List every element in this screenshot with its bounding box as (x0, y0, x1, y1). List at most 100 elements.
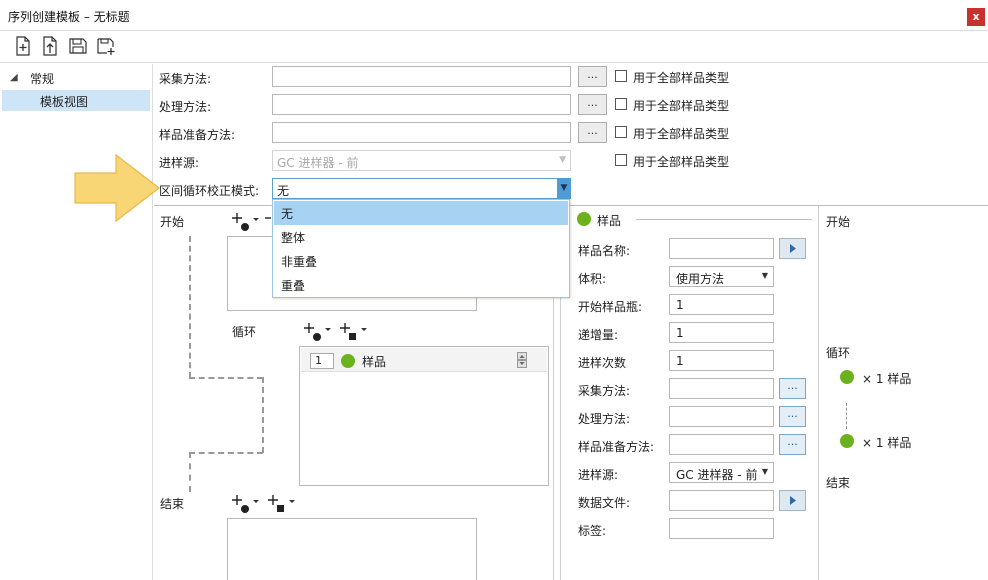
spinner-icon[interactable] (517, 352, 527, 368)
chevron-down-icon: ▼ (761, 467, 768, 476)
loop-item-row[interactable]: 1 样品 (301, 348, 547, 372)
injections-field[interactable]: 1 (669, 350, 774, 371)
import-icon[interactable] (40, 36, 60, 56)
data-file-go-button[interactable] (779, 490, 806, 511)
sample-dot-icon (341, 354, 355, 368)
interval-mode-select[interactable]: 无 (272, 178, 571, 199)
dropdown-option[interactable]: 非重叠 (281, 255, 318, 269)
chevron-down-icon[interactable]: ▼ (557, 178, 571, 199)
start-box-edge (273, 298, 477, 311)
tree-panel: ◢ 常规 模板视图 (0, 64, 153, 580)
inlet-select: GC 进样器 - 前 ▼ (272, 150, 571, 171)
loop-add-buttons[interactable] (302, 320, 372, 342)
processing-browse-button[interactable]: ... (578, 94, 607, 115)
volume-select[interactable]: 使用方法 ▼ (669, 266, 774, 287)
acquisition-apply-all-checkbox[interactable] (615, 70, 627, 82)
sample-prep-browse-button[interactable]: ... (578, 122, 607, 143)
dropdown-option[interactable]: 整体 (281, 231, 306, 245)
loop-section-label: 循环 (232, 325, 257, 339)
sample-panel-header: 样品 (597, 214, 622, 228)
apply-all-label: 用于全部样品类型 (633, 99, 730, 113)
sample-dot-icon (577, 212, 591, 226)
divider (818, 206, 819, 580)
flow-connector (189, 377, 263, 379)
loop-item-label: 样品 (362, 355, 387, 369)
sample-inlet-select[interactable]: GC 进样器 - 前 ▼ (669, 462, 774, 483)
sample-prep-field[interactable] (272, 122, 571, 143)
flow-connector (189, 452, 263, 454)
sample-processing-field[interactable] (669, 406, 774, 427)
processing-field[interactable] (272, 94, 571, 115)
tag-label: 标签: (578, 524, 607, 538)
sample-acquisition-label: 采集方法: (578, 384, 631, 398)
interval-mode-value: 无 (277, 184, 290, 198)
summary-start-label: 开始 (826, 215, 851, 229)
dropdown-option[interactable]: 重叠 (281, 279, 306, 293)
play-icon (790, 244, 796, 253)
title-bar: 序列创建模板 – 无标题 x (0, 0, 988, 31)
sample-name-go-button[interactable] (779, 238, 806, 259)
sample-inlet-value: GC 进样器 - 前 (676, 468, 758, 482)
data-file-field[interactable] (669, 490, 774, 511)
start-section-label: 开始 (160, 215, 185, 229)
dropdown-option[interactable]: 无 (274, 201, 568, 225)
tree-item-label: 模板视图 (40, 95, 89, 109)
sample-processing-browse-button[interactable]: ... (779, 406, 806, 427)
loop-item-index[interactable]: 1 (310, 353, 334, 369)
sample-prep-method-label: 样品准备方法: (578, 440, 655, 454)
window-title: 序列创建模板 – 无标题 (8, 10, 130, 24)
start-vial-label: 开始样品瓶: (578, 300, 643, 314)
divider (636, 219, 812, 220)
summary-item: × 1 样品 (862, 436, 912, 450)
sample-prep-method-browse-button[interactable]: ... (779, 434, 806, 455)
sample-prep-apply-all-checkbox[interactable] (615, 126, 627, 138)
end-add-buttons[interactable] (230, 492, 300, 514)
divider (154, 205, 988, 206)
apply-all-label: 用于全部样品类型 (633, 71, 730, 85)
inlet-apply-all-checkbox[interactable] (615, 154, 627, 166)
data-file-label: 数据文件: (578, 496, 631, 510)
acquisition-browse-button[interactable]: ... (578, 66, 607, 87)
sample-dot-icon (840, 434, 854, 448)
start-vial-field[interactable]: 1 (669, 294, 774, 315)
acquisition-label: 采集方法: (159, 72, 212, 86)
close-button[interactable]: x (967, 8, 985, 26)
loop-box: 1 样品 (299, 346, 549, 486)
sample-acquisition-field[interactable] (669, 378, 774, 399)
divider (553, 206, 554, 580)
expand-arrow-icon[interactable]: ◢ (10, 72, 18, 83)
injections-label: 进样次数 (578, 356, 627, 370)
new-icon[interactable] (13, 36, 33, 56)
processing-label: 处理方法: (159, 100, 212, 114)
end-box (227, 518, 477, 580)
save-as-icon[interactable] (96, 36, 116, 56)
sample-dot-icon (840, 370, 854, 384)
flow-connector (262, 377, 264, 453)
summary-item: × 1 样品 (862, 372, 912, 386)
summary-connector (846, 403, 847, 429)
annotation-arrow-icon (73, 153, 163, 223)
inlet-select-value: GC 进样器 - 前 (277, 156, 359, 170)
sample-name-label: 样品名称: (578, 244, 631, 258)
increment-label: 递增量: (578, 328, 619, 342)
summary-loop-label: 循环 (826, 346, 851, 360)
interval-mode-label: 区间循环校正模式: (159, 184, 260, 198)
tree-item-general[interactable]: 常规 (30, 72, 55, 86)
acquisition-field[interactable] (272, 66, 571, 87)
tree-item-template-view[interactable]: 模板视图 (2, 90, 150, 111)
sample-processing-label: 处理方法: (578, 412, 631, 426)
processing-apply-all-checkbox[interactable] (615, 98, 627, 110)
inlet-label: 进样源: (159, 156, 200, 170)
sample-acquisition-browse-button[interactable]: ... (779, 378, 806, 399)
toolbar (0, 31, 988, 63)
sample-prep-method-field[interactable] (669, 434, 774, 455)
save-icon[interactable] (68, 36, 88, 56)
flow-connector (189, 452, 191, 492)
tag-field[interactable] (669, 518, 774, 539)
end-section-label: 结束 (160, 497, 185, 511)
increment-field[interactable]: 1 (669, 322, 774, 343)
start-add-sample-button[interactable] (230, 210, 272, 231)
interval-mode-dropdown-list: 无 整体 非重叠 重叠 (272, 199, 570, 298)
sample-inlet-label: 进样源: (578, 468, 619, 482)
sample-name-field[interactable] (669, 238, 774, 259)
